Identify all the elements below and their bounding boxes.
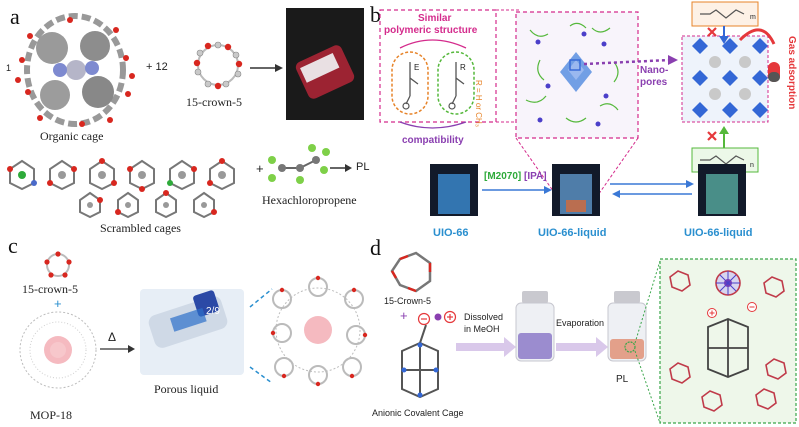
porous-liquid-vial-photo xyxy=(140,289,244,375)
panel-a-label: a xyxy=(10,4,20,29)
polymer-m-box xyxy=(691,1,759,44)
gas-arrow xyxy=(738,28,776,45)
mop18-molecule xyxy=(19,311,97,389)
crown-ether-ring xyxy=(193,41,243,90)
vial-text: 2/9 xyxy=(206,306,220,317)
panel-d: d xyxy=(370,237,799,427)
delta-label: Δ xyxy=(108,330,117,344)
one-label: 1 xyxy=(6,63,12,73)
crown-ether-d xyxy=(390,251,432,293)
pl-vial xyxy=(607,291,647,362)
hexachloropropene-label: Hexachloropropene xyxy=(262,193,357,207)
methanol-vial xyxy=(515,291,555,362)
compatibility-label: compatibility xyxy=(402,135,464,146)
n-subscript: n xyxy=(750,162,754,169)
crown-ether-ring-c xyxy=(44,251,72,278)
gas-molecule-icon xyxy=(768,62,780,82)
panel-a-graphics xyxy=(7,8,364,219)
porous-liquid-structure xyxy=(270,275,368,387)
polymer-cylinder-2 xyxy=(437,51,475,115)
vial-uio66 xyxy=(430,164,478,216)
uio66-liquid-label-2: UIO-66-liquid xyxy=(684,227,753,239)
nanopores-line2: pores xyxy=(640,77,668,88)
compatibility-bracket xyxy=(399,121,467,129)
plus-twelve-label: + 12 xyxy=(146,61,168,73)
nanopores-line1: Nano- xyxy=(640,65,669,76)
panel-b-graphics xyxy=(379,1,780,216)
polymer-cylinder-1 xyxy=(391,51,429,115)
anionic-cage-label: Anionic Covalent Cage xyxy=(372,408,464,418)
vial-photo xyxy=(286,8,364,120)
panel-c-graphics xyxy=(19,251,368,389)
mof-cube-with-polymers xyxy=(515,11,639,139)
similar-line1: Similar xyxy=(418,13,452,24)
evaporation-label: Evaporation xyxy=(556,318,605,328)
panel-d-graphics xyxy=(390,251,797,424)
porous-liquid-label: Porous liquid xyxy=(154,382,219,396)
zoom-box-contents xyxy=(669,270,787,412)
pl-label-a: PL xyxy=(356,161,370,173)
panel-a: a xyxy=(0,0,370,235)
organic-cage-molecule xyxy=(15,13,135,127)
e-label: E xyxy=(414,63,420,72)
hexachloropropene-molecule xyxy=(268,144,330,184)
panel-d-label: d xyxy=(370,235,381,260)
similar-bracket xyxy=(399,39,467,49)
plus-sign-d: + xyxy=(400,308,408,323)
plus-sign-a: + xyxy=(256,161,264,176)
zoom-charges xyxy=(707,302,757,318)
ipa-label: [IPA] xyxy=(524,171,547,182)
mop18-label: MOP-18 xyxy=(30,408,73,422)
dissolved-line2: in MeOH xyxy=(464,324,500,334)
crown-label-c: 15-crown-5 xyxy=(22,282,78,296)
gas-adsorption-label: Gas adsorption xyxy=(786,36,797,110)
r-label: R xyxy=(460,63,466,72)
zoom-cage xyxy=(707,318,749,378)
scrambled-cages xyxy=(7,158,235,219)
vial-uio66-liquid-2 xyxy=(698,164,746,216)
evaporation-arrow xyxy=(556,337,608,357)
dissolve-arrow xyxy=(456,337,516,357)
pl-label-d: PL xyxy=(616,374,629,385)
m-subscript: m xyxy=(750,14,756,21)
panel-c: c xyxy=(0,235,370,427)
panel-b: b xyxy=(370,0,799,245)
similar-line2: polymeric structure xyxy=(384,25,478,36)
plus-sign-c: + xyxy=(54,296,62,311)
dissolved-line1: Dissolved xyxy=(464,312,504,322)
uio66-label: UIO-66 xyxy=(433,227,469,239)
crown-label-d: 15-Crown-5 xyxy=(384,296,432,306)
anionic-cage-d xyxy=(401,310,457,399)
r-formula: R = H or CH₃ xyxy=(474,80,483,128)
scrambled-cages-label: Scrambled cages xyxy=(100,221,181,235)
nanopore-arrow xyxy=(583,58,671,66)
crown-label-a: 15-crown-5 xyxy=(186,95,242,109)
mof-framework xyxy=(681,35,769,123)
vial-uio66-liquid-1 xyxy=(552,164,600,216)
uio66-liquid-label-1: UIO-66-liquid xyxy=(538,227,607,239)
panel-c-label: c xyxy=(8,233,18,258)
panel-b-label: b xyxy=(370,2,381,27)
blocked-x-marks xyxy=(707,27,717,141)
organic-cage-label: Organic cage xyxy=(40,129,104,143)
crown-complex-icon xyxy=(715,270,741,296)
m2070-label: [M2070] xyxy=(484,171,522,182)
